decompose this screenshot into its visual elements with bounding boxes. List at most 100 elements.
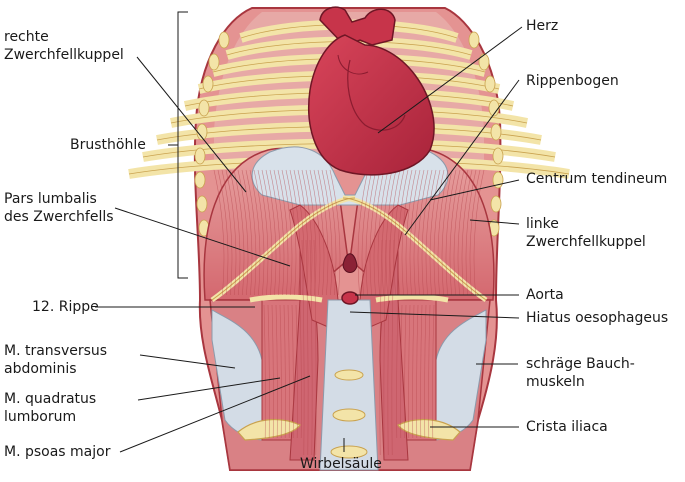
fiber [273,169,285,296]
fiber [285,169,297,296]
label-line: lumborum [4,409,77,425]
fiber [465,169,477,296]
fiber [397,169,409,296]
fiber [457,169,469,296]
costal-cartilage [194,31,504,237]
label-hiatus: Hiatus oesophageus [526,309,668,327]
fiber [385,169,397,296]
label-line: Herz [526,18,559,34]
fiber [277,169,289,296]
leader-lines [95,26,523,453]
fiber [305,169,317,296]
fiber [301,239,305,456]
aorta [341,291,359,305]
label-linke-zwerchfellkuppel: linke Zwerchfellkuppel [526,215,646,251]
fiber [245,169,257,296]
fiber [417,169,429,296]
vertebrae [330,369,368,459]
fiber [329,169,341,296]
fiber [469,169,481,296]
fiber [396,304,399,439]
fiber [432,304,435,439]
fiber [233,169,245,296]
label-line: Aorta [526,287,564,303]
fiber [445,169,457,296]
fiber [409,169,421,296]
fiber [321,169,333,296]
cartilage-nodule [198,99,210,117]
fiber [391,239,395,456]
fiber [241,169,253,296]
heart [308,6,435,176]
label-rechte-zwerchfellkuppel: rechte Zwerchfellkuppel [4,28,124,64]
label-line: Crista iliaca [526,419,608,435]
label-line: Wirbelsäule [300,456,382,472]
fiber [387,239,391,456]
fiber [229,169,241,296]
fiber [225,169,237,296]
fiber [473,169,485,296]
oesophageal-hiatus [342,253,358,273]
fiber [279,304,282,439]
fiber [313,169,325,296]
label-line: M. quadratus [4,391,97,407]
fiber [449,169,461,296]
cartilage-nodule [484,75,496,93]
fiber [237,169,249,296]
label-line: linke [526,216,559,232]
fiber [253,169,265,296]
label-line: des Zwerchfells [4,209,114,225]
fiber [389,169,401,296]
costal-arch-right-outline [211,197,356,301]
label-pars-lumbalis: Pars lumbalis des Zwerchfells [4,190,114,226]
fiber [381,169,393,296]
fiber [261,169,273,296]
fiber [281,169,293,296]
label-rippenbogen: Rippenbogen [526,72,619,90]
fiber [293,169,305,296]
fiber [425,169,437,296]
fiber [461,169,473,296]
cartilage-nodule [202,75,214,93]
fiber [309,169,321,296]
label-brusthoehle: Brusthöhle [70,136,146,154]
fiber [305,239,309,456]
fiber [408,304,411,439]
label-quadratus: M. quadratus lumborum [4,390,96,426]
fiber [365,169,377,296]
fiber [369,169,381,296]
fiber [393,169,405,296]
fiber [313,239,317,456]
rib-12-right [375,294,449,303]
fiber [301,169,313,296]
fiber [379,239,383,456]
cartilage-nodule [196,195,208,213]
fiber [433,169,445,296]
rib-12 [249,294,323,303]
label-herz: Herz [526,17,558,35]
fiber [295,304,298,439]
fiber [424,304,427,439]
cartilage-nodule [490,195,502,213]
thorax-bracket [168,11,188,279]
fiber [325,169,337,296]
label-12-rippe: 12. Rippe [32,298,99,316]
fiber [297,169,309,296]
label-line: rechte [4,29,49,45]
fiber [257,169,269,296]
label-line: M. psoas major [4,444,111,460]
fiber [441,169,453,296]
fiber [275,304,278,439]
label-line: Rippenbogen [526,73,619,89]
fiber [377,169,389,296]
fiber [373,169,385,296]
fiber [299,304,302,439]
label-line: Brusthöhle [70,137,146,153]
costal-arch-left-outline [342,197,487,301]
fiber [361,169,373,296]
fiber [453,169,465,296]
cartilage-nodule [208,53,220,71]
fiber [283,304,286,439]
